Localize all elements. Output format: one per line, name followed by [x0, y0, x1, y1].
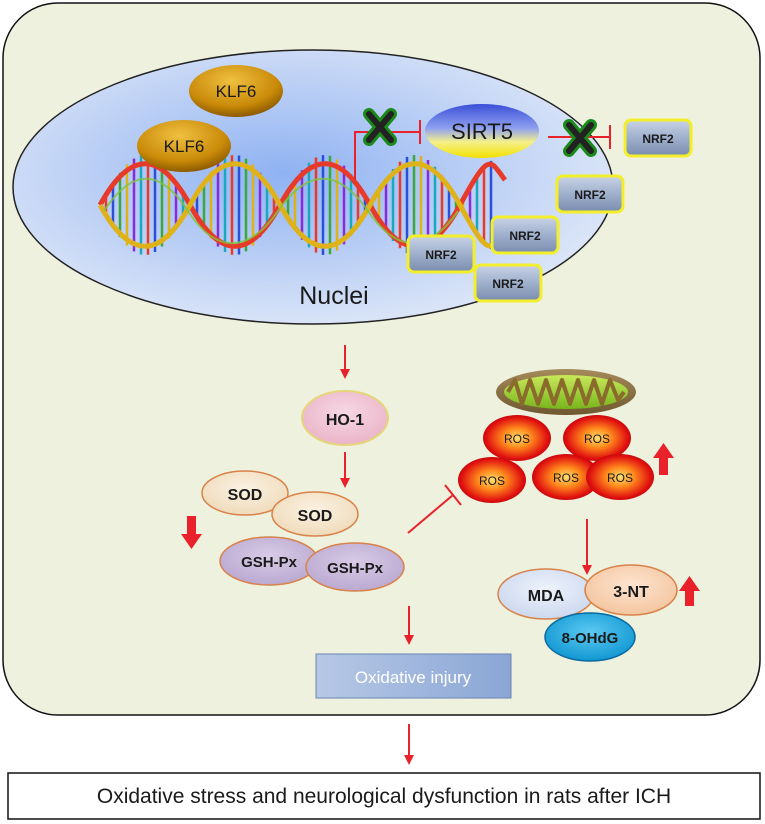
- nrf2-label: NRF2: [492, 277, 524, 291]
- mda-label: MDA: [528, 588, 565, 605]
- nrf2-box-5: NRF2: [473, 263, 543, 303]
- ros-label-2: ROS: [584, 432, 610, 446]
- sirt5-label: SIRT5: [451, 119, 513, 144]
- ros-label-3: ROS: [479, 474, 505, 488]
- increase-arrow-icon-ros: [653, 443, 674, 475]
- ros-molecule-3: ROS: [458, 457, 526, 503]
- mitochondrion-icon: [496, 369, 636, 415]
- decrease-arrow-icon: [181, 516, 202, 549]
- nrf2-box-1: NRF2: [623, 118, 693, 158]
- nrf2-label: NRF2: [574, 188, 606, 202]
- ros-molecule-5: ROS: [586, 454, 654, 500]
- gsh-px-protein-1: GSH-Px: [219, 536, 319, 586]
- klf6-label-1: KLF6: [216, 82, 257, 101]
- mda-marker: MDA: [497, 568, 595, 620]
- 3-nt-marker: 3-NT: [584, 564, 678, 616]
- sod-protein-2: SOD: [271, 491, 359, 537]
- sod-label-1: SOD: [228, 487, 263, 504]
- nrf2-box-2: NRF2: [555, 174, 625, 214]
- sirt5-protein: SIRT5: [425, 104, 539, 158]
- oxidative-injury-label: Oxidative injury: [355, 668, 472, 687]
- ros-molecule-4: ROS: [532, 454, 600, 500]
- nrf2-label: NRF2: [509, 229, 541, 243]
- nrf2-label: NRF2: [425, 248, 457, 262]
- ros-label-4: ROS: [553, 471, 579, 485]
- klf6-protein-1: KLF6: [189, 65, 283, 117]
- 3-nt-label: 3-NT: [613, 584, 649, 601]
- dna-helix: [97, 155, 508, 255]
- outcome-label: Oxidative stress and neurological dysfun…: [97, 785, 671, 808]
- gsh-px-label-1: GSH-Px: [241, 554, 298, 571]
- gsh-px-protein-2: GSH-Px: [305, 542, 405, 592]
- ros-label-5: ROS: [607, 471, 633, 485]
- increase-arrow-icon-markers: [679, 576, 700, 606]
- klf6-inhibition-of-sirt5: [354, 120, 421, 180]
- ros-molecule-2: ROS: [563, 415, 631, 461]
- nrf2-label: NRF2: [642, 132, 674, 146]
- gsh-px-label-2: GSH-Px: [327, 560, 384, 577]
- oxidative-injury-box: Oxidative injury: [315, 653, 512, 699]
- ros-molecule-1: ROS: [483, 415, 551, 461]
- sod-label-2: SOD: [298, 508, 333, 525]
- klf6-protein-2: KLF6: [137, 120, 231, 172]
- 8-ohdg-label: 8-OHdG: [562, 630, 619, 647]
- nrf2-box-3: NRF2: [490, 215, 560, 255]
- antioxidant-inhibition-of-ros: [407, 484, 462, 534]
- blocked-x-icon-2: [563, 119, 597, 157]
- nrf2-box-4: NRF2: [406, 234, 476, 274]
- 8-ohdg-marker: 8-OHdG: [544, 612, 636, 662]
- blocked-x-icon-1: [363, 108, 397, 146]
- ho1-label: HO-1: [326, 412, 364, 429]
- ho1-protein: HO-1: [301, 390, 389, 446]
- ros-label-1: ROS: [504, 432, 530, 446]
- nucleus-label: Nuclei: [299, 282, 368, 310]
- klf6-label-2: KLF6: [164, 137, 205, 156]
- outcome-box: Oxidative stress and neurological dysfun…: [7, 772, 761, 820]
- sod-protein-1: SOD: [201, 470, 289, 516]
